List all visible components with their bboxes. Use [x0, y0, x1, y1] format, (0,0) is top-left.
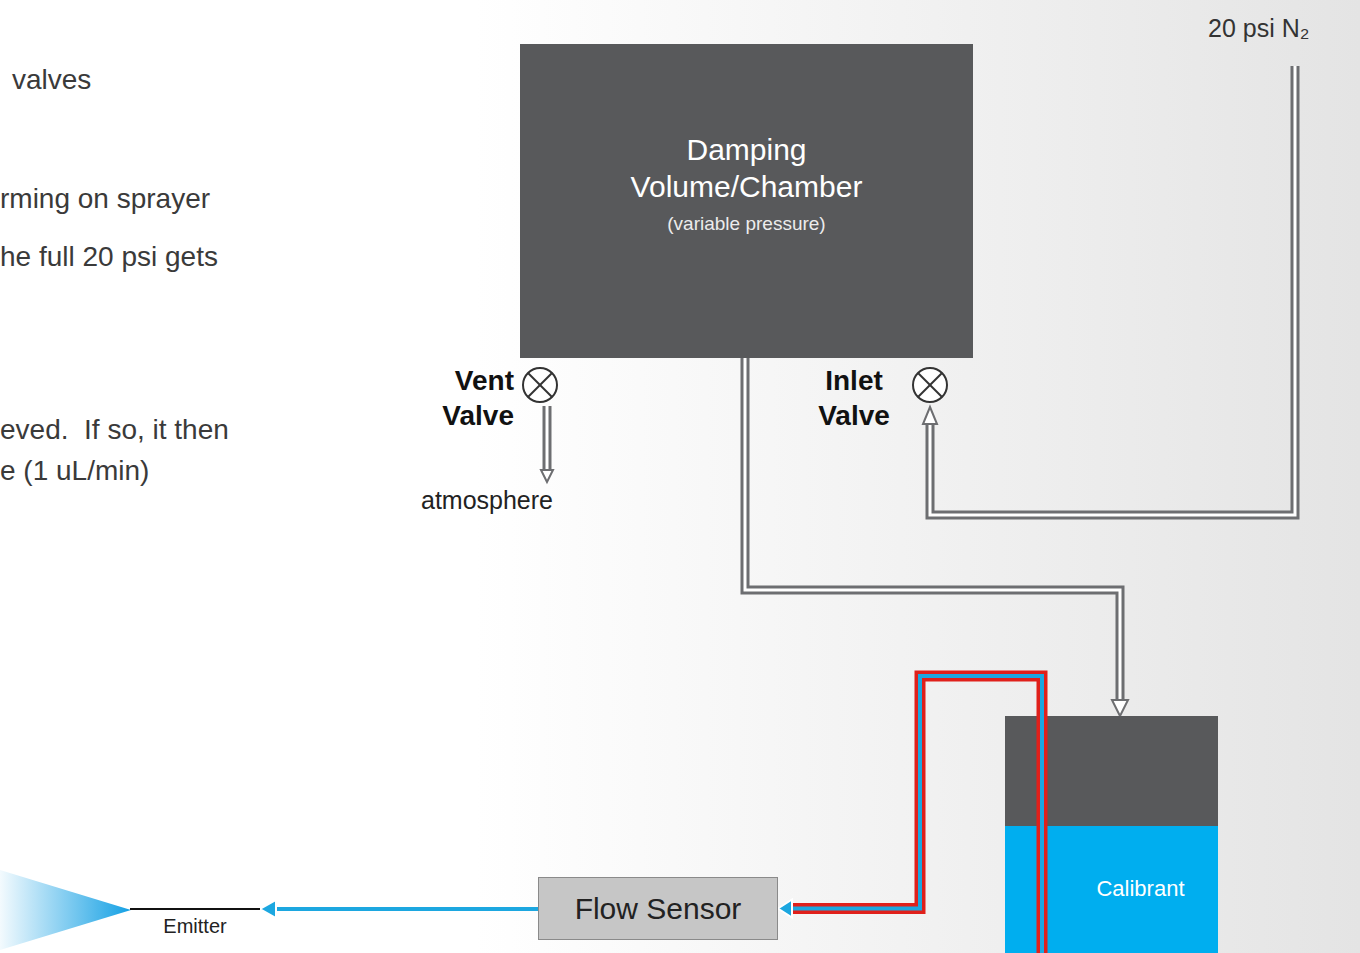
nitrogen-pipe [930, 66, 1295, 515]
valve-cross [528, 373, 552, 397]
nitrogen-arrowhead [923, 407, 937, 424]
note-fragment: eved. If so, it then [0, 414, 229, 446]
connector-wall [274, 907, 538, 911]
arrowhead [1112, 700, 1128, 716]
connector [260, 900, 538, 918]
dip-tube-wall [1037, 716, 1048, 953]
valve-cross [918, 373, 942, 397]
valve-cross [528, 373, 552, 397]
connector-wall [745, 358, 1120, 702]
process-box: Flow Sensor [538, 877, 778, 940]
reservoir-bottle: Calibrant [1005, 716, 1218, 953]
valve-label: Vent Valve [422, 363, 514, 433]
note-fragment: rming on sprayer [0, 183, 210, 215]
liquid-label: Calibrant [1067, 876, 1214, 902]
vent-pipe-core [546, 406, 549, 470]
arrowhead [778, 900, 792, 918]
emitter-label: Emitter [130, 915, 260, 938]
sensor-label: Flow Sensor [575, 892, 742, 926]
connector [745, 358, 1128, 716]
valve-symbol [520, 365, 560, 405]
valve-cross [918, 373, 942, 397]
note-fragment: valves [12, 64, 91, 96]
vent-destination-label: atmosphere [392, 486, 582, 515]
valve: Inlet Valve [796, 358, 950, 438]
valve-symbol [910, 365, 950, 405]
valve-circle [913, 368, 947, 402]
valve: Vent Valve [410, 358, 560, 438]
dip-tube [1027, 716, 1057, 953]
gas-supply-label: 20 psi N₂ [1208, 14, 1309, 43]
chamber-subtitle: (variable pressure) [667, 213, 825, 235]
chamber-title: Damping Volume/Chamber [617, 132, 877, 205]
dip-tube-core [1040, 716, 1044, 953]
valve-circle [523, 368, 557, 402]
note-fragment: he full 20 psi gets [0, 241, 218, 273]
note-fragment: e (1 uL/min) [0, 455, 149, 487]
emitter-needle: Emitter [130, 908, 260, 948]
chamber-box: Damping Volume/Chamber (variable pressure… [520, 44, 973, 358]
arrowhead [260, 900, 276, 918]
valve-label: Inlet Valve [806, 363, 902, 433]
vent-pipe [543, 406, 552, 470]
spray-plume [0, 870, 131, 950]
nitrogen-pipe-core [930, 66, 1295, 515]
connector-core [745, 358, 1120, 702]
connector [778, 676, 1042, 918]
vent-arrowhead [541, 470, 553, 482]
